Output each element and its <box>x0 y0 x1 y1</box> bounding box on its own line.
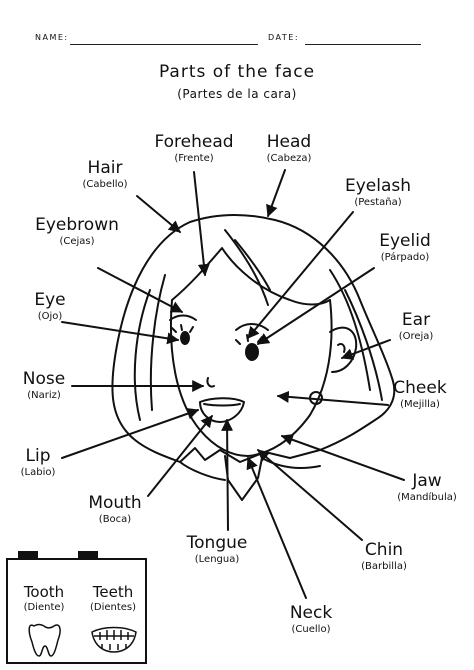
name-label: NAME: <box>35 33 69 42</box>
ear-arrow <box>340 339 391 360</box>
date-label: DATE: <box>268 33 300 42</box>
label-chin: Chin(Barbilla) <box>361 540 407 572</box>
cheek-arrow <box>276 390 389 406</box>
face-outline <box>169 299 333 457</box>
lip-arrow <box>61 407 200 459</box>
right-eyebrow <box>235 323 269 331</box>
teeth-icon <box>91 626 137 653</box>
mouth-arrow <box>147 415 213 497</box>
label-nose: Nose(Nariz) <box>22 369 66 401</box>
tongue-arrow <box>221 418 234 531</box>
date-line <box>305 44 421 45</box>
label-eyelash: Eyelash(Pestaña) <box>344 176 412 208</box>
head-arrow <box>266 169 286 218</box>
label-head: Head(Cabeza) <box>266 132 312 164</box>
eyelid-arrow <box>256 267 375 345</box>
hair-arrow <box>136 195 181 233</box>
forehead-arrow <box>193 171 210 277</box>
eye-arrow <box>61 321 180 345</box>
label-neck: Neck(Cuello) <box>289 603 333 635</box>
label-tongue: Tongue(Lengua) <box>186 533 248 565</box>
neck-arrow <box>246 456 307 599</box>
label-ear: Ear(Oreja) <box>398 310 434 342</box>
teeth-box: Tooth(Diente) Teeth(Dientes) <box>6 551 147 664</box>
eyelash-arrow <box>247 211 354 339</box>
label-eyebrown: Eyebrown(Cejas) <box>35 215 119 247</box>
label-lip: Lip(Labio) <box>20 446 56 478</box>
label-forehead: Forehead(Frente) <box>154 132 234 164</box>
eyebrown-arrow <box>97 267 184 313</box>
label-mouth: Mouth(Boca) <box>88 493 142 525</box>
tooth-icon <box>28 623 61 657</box>
box-clip-right <box>78 551 98 559</box>
label-eyelid: Eyelid(Párpado) <box>379 231 431 263</box>
left-eyebrow <box>169 314 197 321</box>
hair-outline <box>111 214 396 463</box>
label-cheek: Cheek(Mejilla) <box>393 378 447 410</box>
page-subtitle: (Partes de la cara) <box>177 87 297 101</box>
label-teeth: Teeth(Dientes) <box>89 583 137 614</box>
label-jaw: Jaw(Mandíbula) <box>397 471 457 503</box>
mouth-outline <box>199 397 245 423</box>
label-hair: Hair(Cabello) <box>82 158 128 190</box>
chin-arrow <box>257 449 363 541</box>
label-tooth: Tooth(Diente) <box>23 583 65 614</box>
teeth-icons <box>28 623 137 657</box>
jaw-arrow <box>280 434 405 481</box>
box-clip-left <box>18 551 38 559</box>
ear-outline <box>329 326 358 373</box>
page-title: Parts of the face <box>158 62 316 82</box>
name-line <box>70 44 258 45</box>
label-eye: Eye(Ojo) <box>34 290 66 322</box>
